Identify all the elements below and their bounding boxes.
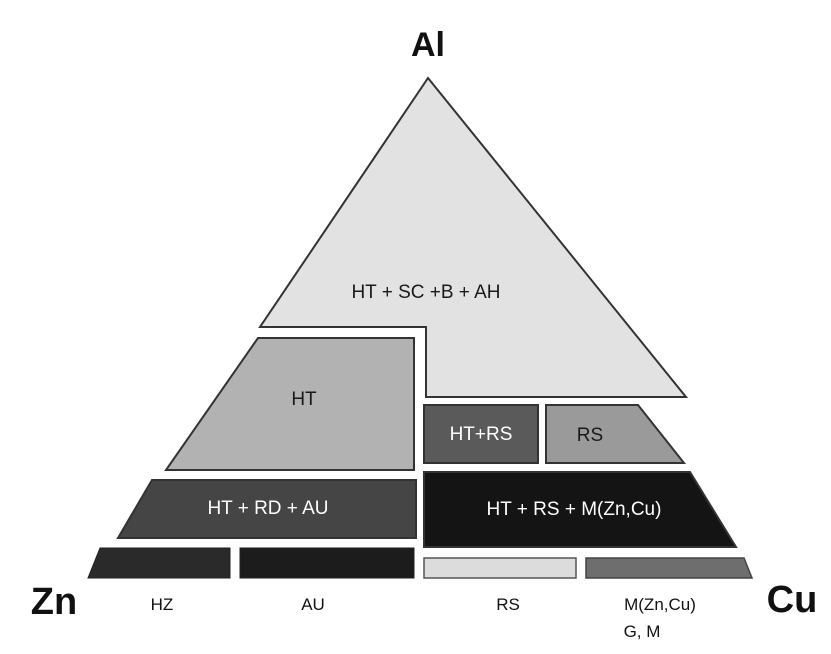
vertex-label-zn: Zn	[31, 581, 77, 623]
bottom-label-gm: G, M	[624, 622, 661, 641]
region-ht	[164, 337, 415, 471]
region-label-ht-sc-b-ah: HT + SC +B + AH	[351, 282, 500, 303]
region-ht-rd-au	[116, 479, 417, 539]
region-label-ht-rs-m: HT + RS + M(Zn,Cu)	[487, 499, 662, 520]
region-label-rs: RS	[577, 425, 603, 446]
region-label-ht-rs: HT+RS	[450, 424, 513, 445]
bottom-label-m: M(Zn,Cu)	[624, 595, 696, 614]
region-label-ht: HT	[291, 389, 317, 410]
bottom-label-hz: HZ	[151, 595, 174, 614]
region-ht-sc-b-ah	[258, 76, 689, 398]
bottom-label-au: AU	[301, 595, 325, 614]
vertex-label-al: Al	[411, 26, 445, 64]
bottom-label-rs: RS	[496, 595, 520, 614]
region-ht-rs	[423, 404, 539, 464]
bar-hz	[87, 547, 231, 579]
region-label-ht-rd-au: HT + RD + AU	[207, 498, 328, 519]
region-ht-rs-m	[423, 471, 738, 548]
bar-au	[239, 547, 415, 579]
region-rs	[545, 404, 687, 464]
vertex-label-cu: Cu	[767, 579, 818, 621]
bar-rs	[423, 557, 577, 579]
bar-m	[585, 557, 754, 579]
